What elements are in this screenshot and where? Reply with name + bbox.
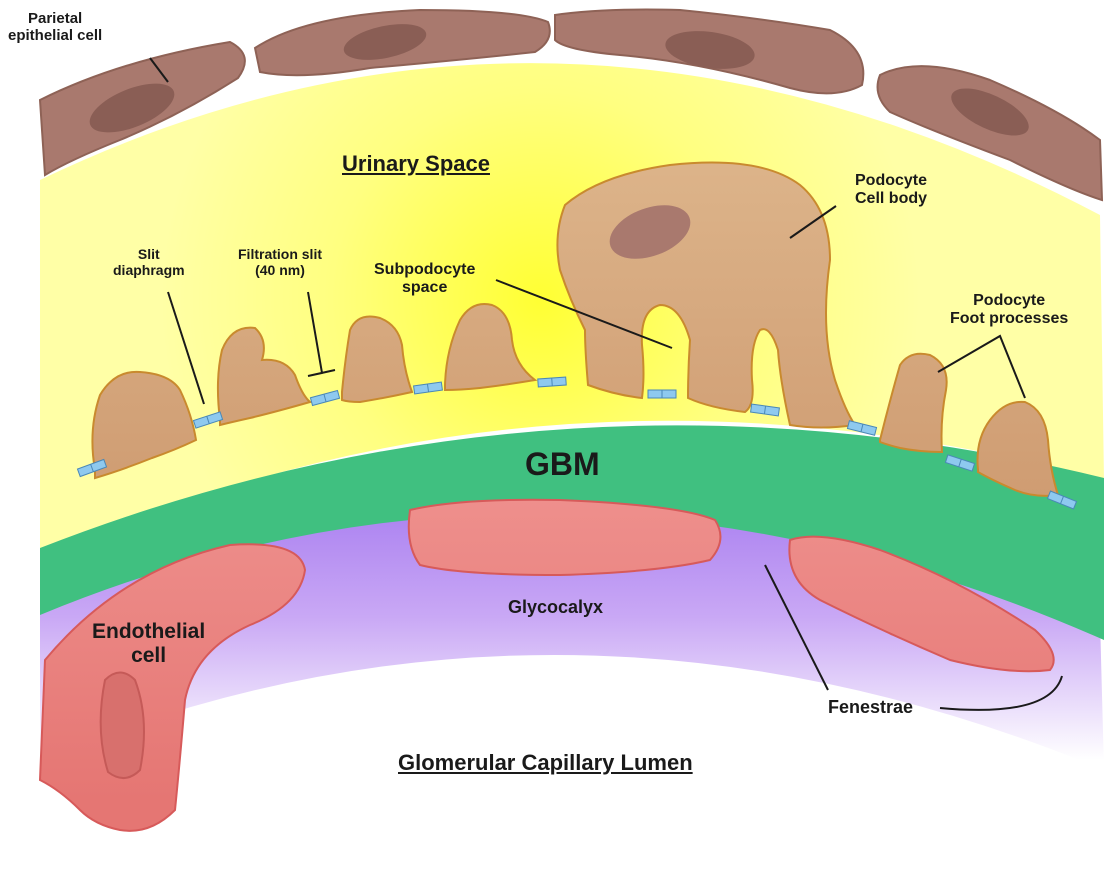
slit-diaphragm-label: Slit diaphragm	[113, 246, 185, 278]
slit-diaphragm	[538, 377, 566, 387]
podocyte-foot-processes-label: Podocyte Foot processes	[950, 292, 1068, 329]
endothelial-cell-label: Endothelial cell	[92, 620, 205, 668]
podocyte-cell-body	[557, 163, 855, 428]
endothelial-cell	[409, 500, 721, 575]
urinary-space-label: Urinary Space	[342, 151, 490, 176]
glomerular-capillary-lumen-label: Glomerular Capillary Lumen	[398, 750, 693, 775]
glycocalyx-label: Glycocalyx	[508, 597, 603, 618]
gbm-label: GBM	[525, 446, 600, 483]
podocyte-cell-body-label: Podocyte Cell body	[855, 172, 927, 209]
endothelial-nucleus	[101, 673, 144, 779]
subpodocyte-space-label: Subpodocyte space	[374, 261, 475, 298]
filtration-slit-label: Filtration slit (40 nm)	[238, 246, 322, 278]
fenestrae-label: Fenestrae	[828, 697, 913, 718]
slit-diaphragm	[648, 390, 676, 398]
parietal-epithelial-cell-label: Parietal epithelial cell	[8, 10, 102, 45]
